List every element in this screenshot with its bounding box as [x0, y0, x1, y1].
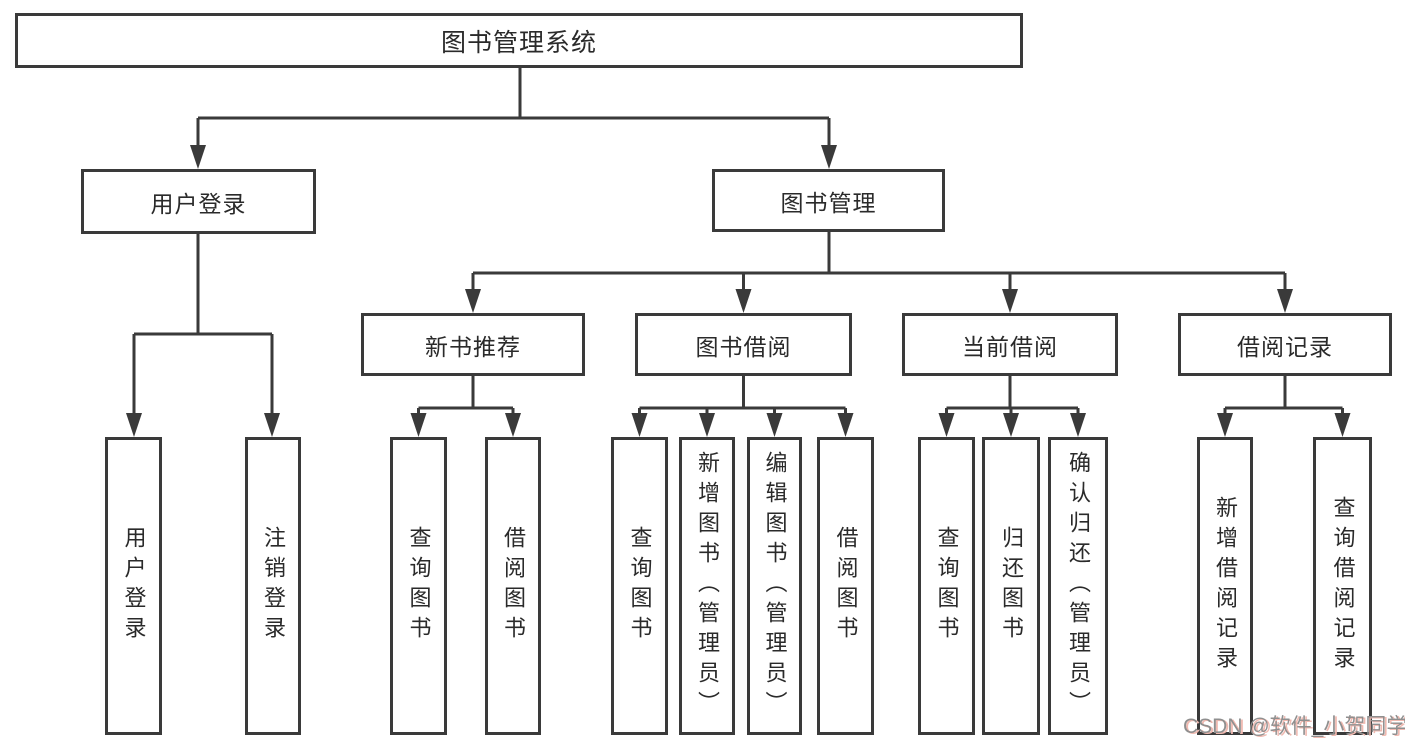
leaf-borrowing-add-books-admin: 新增图书（管理员）	[679, 437, 735, 735]
csdn-watermark: CSDN @软件_小贺同学	[1183, 715, 1405, 738]
leaf-recommend-query-books: 查询图书	[390, 437, 447, 735]
node-new-book-recommend-label: 新书推荐	[425, 333, 521, 360]
node-book-management: 图书管理	[712, 169, 945, 232]
node-book-borrowing: 图书借阅	[635, 313, 852, 376]
node-borrow-records-label: 借阅记录	[1237, 333, 1333, 360]
leaf-borrowing-borrow-books: 借阅图书	[817, 437, 874, 735]
connector-current-borrow-subtree	[945, 376, 1080, 417]
connector-book-mgmt-to-level3	[471, 232, 1287, 293]
leaf-records-add-borrow-record: 新增借阅记录	[1197, 437, 1253, 735]
node-book-management-label: 图书管理	[780, 189, 877, 216]
connector-root-to-level2	[196, 68, 831, 149]
node-borrow-records: 借阅记录	[1178, 313, 1392, 376]
node-current-borrowing: 当前借阅	[902, 313, 1118, 376]
leaf-records-query-borrow-record: 查询借阅记录	[1313, 437, 1372, 735]
leaf-current-return-books: 归还图书	[982, 437, 1040, 735]
connector-book-borrow-subtree	[638, 376, 847, 417]
node-root-label: 图书管理系统	[440, 28, 597, 57]
node-user-login: 用户登录	[81, 169, 316, 234]
leaf-recommend-borrow-books: 借阅图书	[485, 437, 541, 735]
connector-user-login-subtree	[132, 234, 274, 417]
leaf-current-confirm-return-admin: 确认归还（管理员）	[1048, 437, 1108, 735]
node-user-login-label: 用户登录	[150, 190, 247, 217]
leaf-current-query-books: 查询图书	[918, 437, 975, 735]
node-current-borrowing-label: 当前借阅	[962, 333, 1058, 360]
node-new-book-recommend: 新书推荐	[361, 313, 585, 376]
leaf-user-login: 用户登录	[105, 437, 162, 735]
connector-borrow-records-subtree	[1223, 376, 1344, 417]
leaf-logout: 注销登录	[245, 437, 301, 735]
node-book-borrowing-label: 图书借阅	[695, 333, 792, 360]
node-root: 图书管理系统	[15, 13, 1023, 68]
leaf-borrowing-edit-books-admin: 编辑图书（管理员）	[747, 437, 802, 735]
leaf-borrowing-query-books: 查询图书	[611, 437, 668, 735]
connector-new-book-rec-subtree	[417, 376, 515, 417]
arrowheads	[126, 145, 1351, 437]
